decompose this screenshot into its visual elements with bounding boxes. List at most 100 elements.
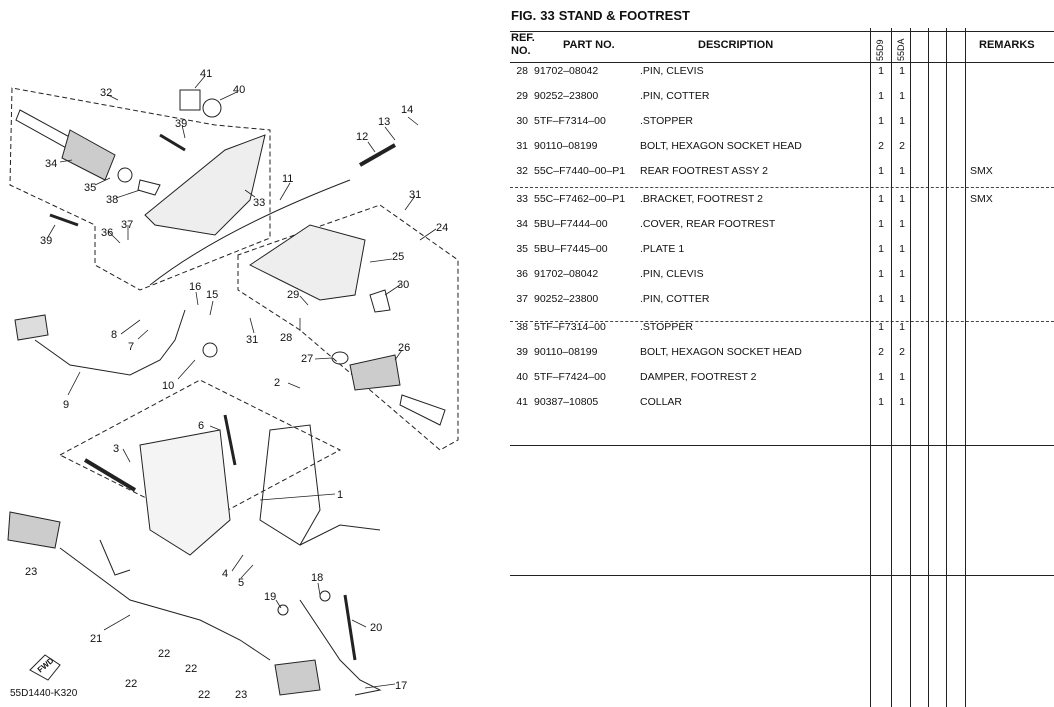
footrest-26 (349, 354, 401, 391)
fwd-arrow-icon (29, 654, 61, 681)
spring-6 (223, 414, 237, 466)
stopper-38 (137, 179, 161, 196)
nut-19 (277, 604, 289, 616)
callout-29: 29 (287, 289, 299, 301)
callout-20: 20 (370, 622, 382, 634)
callout-40: 40 (233, 84, 245, 96)
plate-35 (117, 167, 133, 183)
callout-26: 26 (398, 342, 410, 354)
footrest-23-left (7, 511, 61, 549)
callout-15: 15 (206, 289, 218, 301)
footrest-bracket-33 (144, 134, 266, 236)
header-description: DESCRIPTION (698, 39, 774, 51)
header-remarks: REMARKS (979, 39, 1035, 51)
cable-11 (149, 179, 351, 286)
main-stand-foot (299, 524, 381, 546)
callout-27: 27 (301, 353, 313, 365)
callout-28: 28 (280, 332, 292, 344)
collar-41 (179, 89, 201, 111)
callout-14: 14 (401, 104, 413, 116)
side-stand-17 (299, 599, 382, 696)
damper-40 (202, 98, 222, 118)
bolt-18 (319, 590, 331, 602)
callout-3: 3 (113, 443, 119, 455)
callout-21: 21 (90, 633, 102, 645)
callout-31-a: 31 (409, 189, 421, 201)
header-model-55d9: 55D9 (875, 39, 885, 61)
callout-36: 36 (101, 227, 113, 239)
fwd-label: FWD (36, 656, 56, 675)
callout-39-a: 39 (40, 235, 52, 247)
footrest-bracket-21 (59, 547, 271, 661)
callout-2: 2 (274, 377, 280, 389)
shaft-3 (83, 458, 137, 492)
callout-13: 13 (378, 116, 390, 128)
spring-20 (343, 594, 357, 661)
callout-22-b: 22 (185, 663, 197, 675)
brake-pedal-pad (14, 314, 49, 341)
parts-table: REF. NO. PART NO. DESCRIPTION 55D9 55DA … (510, 28, 1054, 707)
callout-37: 37 (121, 219, 133, 231)
callout-19: 19 (264, 591, 276, 603)
callout-6: 6 (198, 420, 204, 432)
rear-footrest-group-outline (9, 87, 271, 291)
bracket-21-arm (99, 539, 131, 576)
callout-12: 12 (356, 131, 368, 143)
footrest-bracket-25 (249, 224, 366, 301)
callout-18: 18 (311, 572, 323, 584)
spring-10 (202, 342, 218, 358)
header-model-55da: 55DA (896, 38, 906, 61)
callout-33: 33 (253, 197, 265, 209)
callout-25: 25 (392, 251, 404, 263)
footrest-arm (399, 394, 446, 426)
exploded-parts-diagram: 1 2 3 4 5 6 7 8 9 10 11 12 13 14 16 15 1… (7, 68, 459, 701)
footrest-23-right (274, 659, 321, 696)
brake-pedal-arm-9 (34, 309, 186, 376)
callout-8: 8 (111, 329, 117, 341)
main-stand-plane-outline (58, 379, 342, 526)
header-ref-line1: REF. (511, 32, 535, 44)
callout-10: 10 (162, 380, 174, 392)
callout-16: 16 (189, 281, 201, 293)
figure-label: FIG. (511, 8, 537, 23)
callout-7: 7 (128, 341, 134, 353)
collar-27 (331, 351, 349, 365)
main-stand-1 (259, 424, 321, 546)
callout-30: 30 (397, 279, 409, 291)
callout-4: 4 (222, 568, 228, 580)
header-ref-line2: NO. (511, 45, 531, 57)
drawing-code: 55D1440-K320 (10, 688, 78, 699)
stopper-30 (369, 289, 391, 313)
callout-24: 24 (436, 222, 448, 234)
callout-22-d: 22 (198, 689, 210, 701)
footrest-cover-34 (61, 129, 116, 181)
figure-name: STAND & FOOTREST (558, 8, 690, 23)
frame-section (139, 429, 231, 556)
callout-1: 1 (337, 489, 343, 501)
callout-38: 38 (106, 194, 118, 206)
callout-31-b: 31 (246, 334, 258, 346)
callout-23-a: 23 (25, 566, 37, 578)
callout-17: 17 (395, 680, 407, 692)
callout-22-a: 22 (158, 648, 170, 660)
callout-34: 34 (45, 158, 57, 170)
header-part-no: PART NO. (563, 39, 615, 51)
callout-11: 11 (282, 173, 293, 185)
callout-5: 5 (238, 577, 244, 589)
spring-12 (359, 143, 396, 167)
